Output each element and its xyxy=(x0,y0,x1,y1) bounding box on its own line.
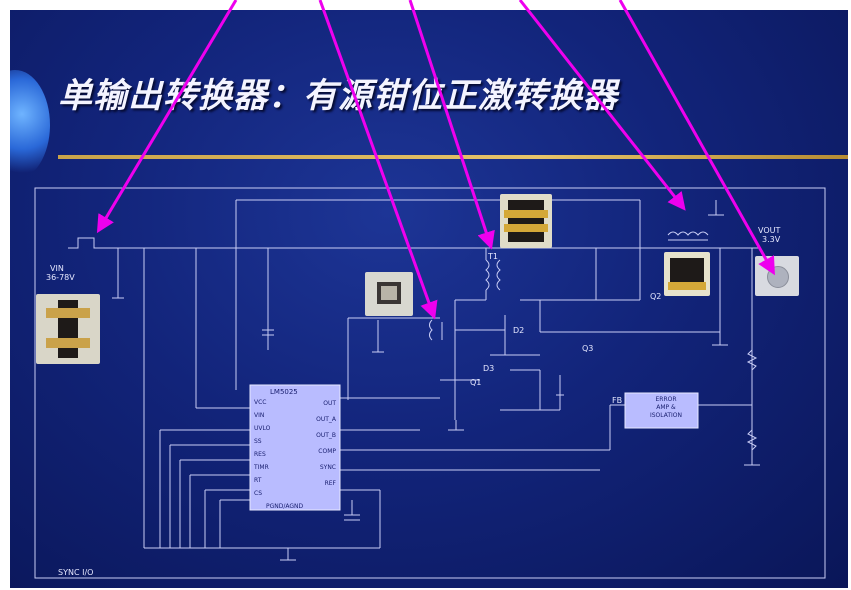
ic-pin: VIN xyxy=(254,412,265,419)
vout-voltage-label: 3.3V xyxy=(762,235,781,244)
q3-label: Q3 xyxy=(582,344,594,353)
ic-footer: PGND/AGND xyxy=(266,503,304,510)
arrow-to-gate-transformer xyxy=(318,0,438,320)
gate-transformer xyxy=(429,319,433,341)
arrow-to-input-choke xyxy=(96,0,238,234)
gate-transformer-photo xyxy=(365,272,413,316)
ic-pin: CS xyxy=(254,490,262,497)
ic-pin: RES xyxy=(254,451,266,458)
ic-pin: OUT_A xyxy=(316,416,336,423)
fb-label: FB xyxy=(612,396,623,405)
arrow-to-power-transformer xyxy=(408,0,495,250)
t1-primary xyxy=(485,259,490,291)
feedback-line: AMP & xyxy=(656,404,676,411)
ic-pin: UVLO xyxy=(254,425,271,432)
lm5025-ic xyxy=(249,384,341,511)
ic-left-pins: VCC VIN UVLO SS RES TIMR RT CS xyxy=(254,396,270,500)
error-amp-box xyxy=(624,392,699,429)
feedback-line: ISOLATION xyxy=(649,412,683,419)
ic-pin: OUT xyxy=(323,400,336,407)
d2-label: D2 xyxy=(513,326,525,335)
q1-label: Q1 xyxy=(470,378,482,387)
feedback-text: ERROR AMP & ISOLATION xyxy=(636,396,696,420)
ic-name: LM5025 xyxy=(270,388,298,396)
feedback-line: ERROR xyxy=(655,396,677,403)
t1-secondary xyxy=(496,259,501,291)
power-transformer-photo xyxy=(500,194,552,248)
q2-label: Q2 xyxy=(650,292,662,301)
arrow-to-output-inductor xyxy=(518,0,686,211)
ic-pin: RT xyxy=(254,477,262,484)
ic-pin: REF xyxy=(324,480,336,487)
d3-label: D3 xyxy=(483,364,495,373)
input-choke-photo xyxy=(36,294,100,364)
sync-io-label: SYNC I/O xyxy=(58,568,94,577)
ic-pin: SS xyxy=(254,438,262,445)
vout-label: VOUT xyxy=(758,226,781,235)
slide-title: 单输出转换器：有源钳位正激转换器 xyxy=(58,76,618,116)
ic-pin: OUT_B xyxy=(316,432,336,439)
schematic-frame xyxy=(34,187,826,579)
arrow-to-output-capacitor xyxy=(618,0,775,276)
t1-label: T1 xyxy=(488,252,498,261)
ic-pin: COMP xyxy=(318,448,336,455)
ic-right-pins: OUT OUT_A OUT_B COMP SYNC REF xyxy=(306,396,336,492)
ic-pin: VCC xyxy=(254,399,267,406)
vin-range-label: 36-78V xyxy=(46,273,75,282)
vin-label: VIN xyxy=(50,264,64,273)
ic-pin: SYNC xyxy=(319,464,336,471)
output-inductor xyxy=(667,231,709,236)
input-pulse-symbol xyxy=(68,237,104,249)
output-inductor-photo xyxy=(664,252,710,296)
title-underline xyxy=(58,155,848,159)
ic-pin: TIMR xyxy=(254,464,269,471)
